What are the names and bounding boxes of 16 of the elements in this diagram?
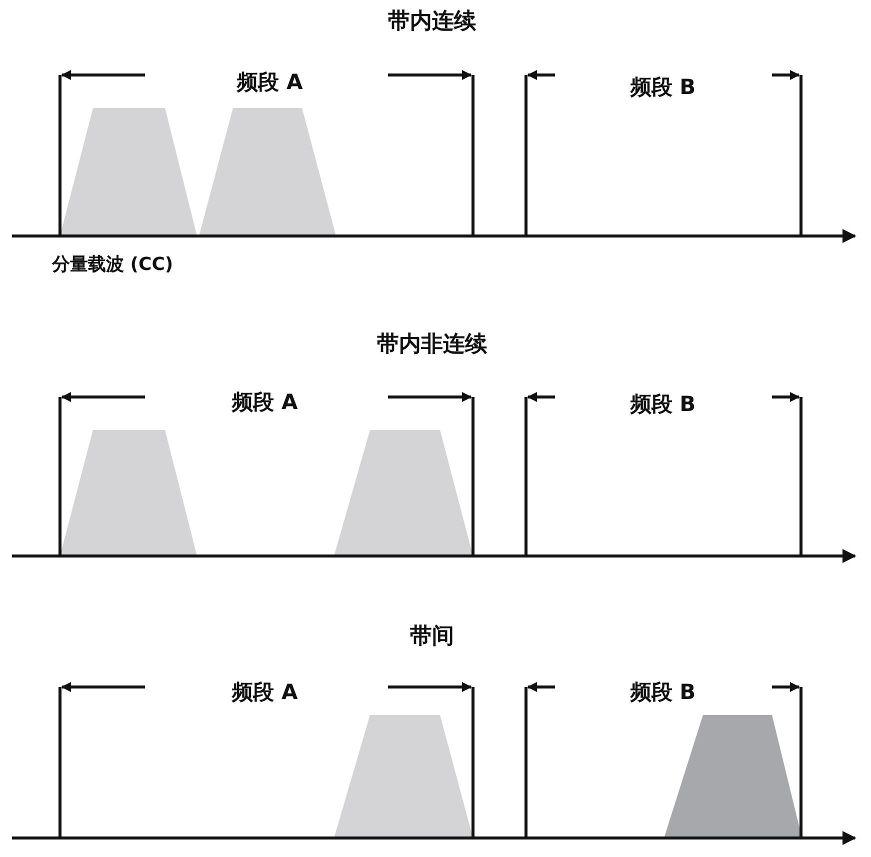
carrier-shape: [334, 430, 473, 556]
band-label: 频段 A: [232, 392, 298, 412]
band-label: 频段 B: [630, 76, 696, 98]
band-label: 频段 B: [630, 682, 696, 702]
band-label: 频段 B: [630, 394, 696, 414]
panel-title: 带内非连续: [377, 334, 487, 356]
carrier-shape: [60, 430, 197, 556]
panel-title: 带内连续: [388, 11, 476, 33]
carrier-shape: [334, 715, 473, 838]
carrier-label: 分量载波 (CC): [52, 256, 174, 274]
band-label: 频段 A: [232, 682, 298, 702]
carrier-shape: [199, 108, 336, 236]
panel-title: 带间: [410, 626, 454, 648]
carrier-shape: [60, 108, 197, 236]
band-label: 频段 A: [237, 72, 303, 92]
carrier-shape: [664, 715, 802, 838]
